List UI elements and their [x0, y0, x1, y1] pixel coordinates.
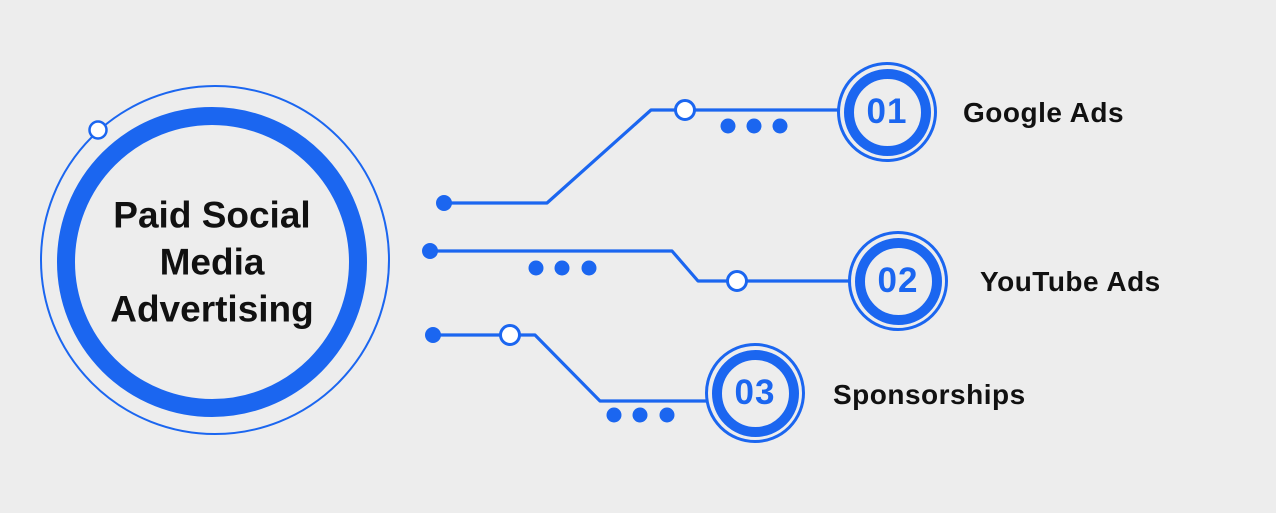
connector-branch-1: [436, 99, 838, 211]
hub-title-line-1: Paid Social: [113, 194, 311, 236]
hub-orbit-marker-icon: [88, 120, 108, 140]
branch-3-node-circle: [499, 324, 521, 346]
connector-branch-3: [425, 324, 707, 423]
hub-outer-thin-ring: [40, 85, 390, 435]
badge-item-3: 03: [705, 343, 805, 443]
branch-3-start-dot: [425, 327, 441, 343]
branch-3-ellipsis-dots: [606, 407, 675, 423]
connector-branch-2: [422, 243, 850, 292]
branch-1-node-circle: [674, 99, 696, 121]
badge-item-2: 02: [848, 231, 948, 331]
badge-item-3-ring: 03: [711, 349, 799, 437]
branch-label-sponsorships: Sponsorships: [833, 379, 1026, 410]
branch-1-ellipsis-dots: [720, 118, 788, 134]
branch-1-start-dot: [436, 195, 452, 211]
branch-2-ellipsis-dots: [528, 260, 597, 276]
hub-circle: [40, 85, 390, 435]
branch-2-line: [430, 249, 850, 283]
hub-thick-ring: [57, 107, 367, 417]
branch-3-line: [433, 333, 707, 403]
branch-label-google-ads: Google Ads: [963, 97, 1125, 128]
badge-item-3-number: 03: [734, 373, 776, 412]
branch-1-line: [444, 108, 838, 205]
badge-item-1-ring: 01: [843, 68, 931, 156]
hub-title-line-3: Advertising: [110, 288, 314, 330]
branch-2-node-circle: [726, 270, 748, 292]
badge-item-2-number: 02: [877, 261, 919, 300]
branch-label-youtube-ads: YouTube Ads: [980, 266, 1161, 297]
badge-item-1: 01: [837, 62, 937, 162]
hub-title: Paid Social Media Advertising: [67, 192, 357, 333]
badge-item-1-number: 01: [866, 92, 908, 131]
branch-2-start-dot: [422, 243, 438, 259]
badge-item-2-ring: 02: [854, 237, 942, 325]
hub-title-line-2: Media: [159, 241, 265, 283]
